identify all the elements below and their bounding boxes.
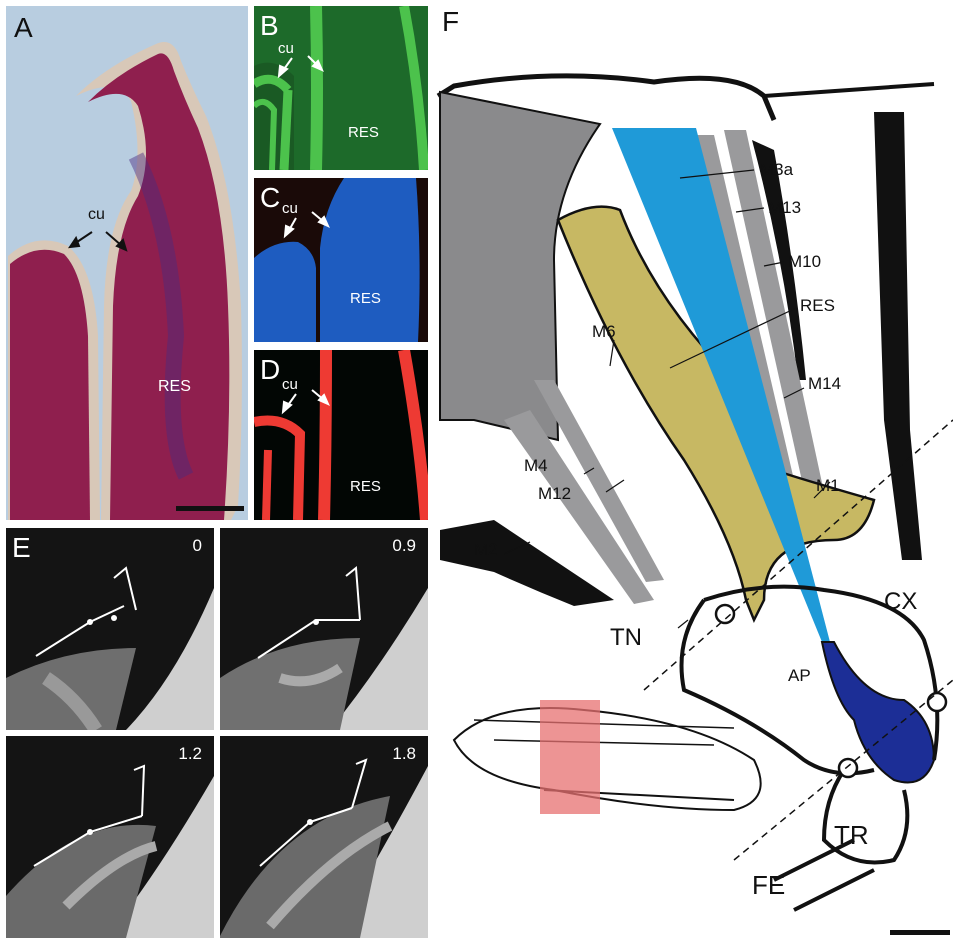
label-m14: M14: [808, 374, 841, 394]
joint-tn: [716, 605, 734, 623]
label-tn: TN: [610, 624, 642, 652]
panel-e-frame-3: 1.2: [6, 736, 214, 938]
panel-b-fluorescence: [254, 6, 428, 170]
label-m2: M2: [474, 540, 498, 560]
left-resilin-pad: [10, 250, 90, 520]
panel-label-a: A: [14, 12, 33, 44]
label-m13: M13: [768, 198, 801, 218]
panel-e-frame-2: 0.9: [220, 528, 428, 730]
label-cx: CX: [884, 588, 917, 616]
label-m6: M6: [592, 322, 616, 342]
panel-label-e: E: [12, 532, 31, 564]
panel-f: F M3a M13 M10 RES M14 M6 M1 M4 M12 M2 TN…: [434, 0, 953, 943]
panel-label-c: C: [260, 182, 280, 214]
cu-label-c: cu: [282, 200, 298, 217]
label-tr: TR: [834, 820, 869, 851]
panel-d: D cu RES: [254, 350, 428, 520]
panel-f-schematic: [434, 0, 953, 943]
ap-region: [822, 642, 934, 783]
label-m10: M10: [788, 252, 821, 272]
joint-tr: [839, 759, 857, 777]
frame-3-image: [6, 736, 214, 938]
frame-time-3: 1.2: [178, 744, 202, 764]
label-ap: AP: [788, 666, 811, 686]
label-m1: M1: [816, 476, 840, 496]
cu-label-a: cu: [88, 206, 105, 224]
highlight-region: [540, 700, 600, 814]
panel-label-b: B: [260, 10, 279, 42]
frame-2-image: [220, 528, 428, 730]
label-m4: M4: [524, 456, 548, 476]
res-label-d: RES: [350, 478, 381, 495]
frame-time-2: 0.9: [392, 536, 416, 556]
panel-label-f: F: [442, 6, 459, 38]
frame-time-4: 1.8: [392, 744, 416, 764]
label-m12: M12: [538, 484, 571, 504]
label-fe: FE: [752, 870, 785, 901]
panel-c: C cu RES: [254, 178, 428, 342]
frame-time-1: 0: [193, 536, 202, 556]
panel-a-micrograph: [6, 6, 248, 520]
res-label-a: RES: [158, 378, 191, 396]
panel-label-d: D: [260, 354, 280, 386]
scale-bar-a: [176, 506, 244, 511]
scale-bar-f: [890, 930, 950, 935]
res-label-b: RES: [348, 124, 379, 141]
panel-e-frame-4: 1.8: [220, 736, 428, 938]
cu-label-d: cu: [282, 376, 298, 393]
label-m3a: M3a: [760, 160, 793, 180]
panel-e-frame-1: 0 E: [6, 528, 214, 730]
frame-1-image: [6, 528, 214, 730]
panel-a: A cu RES: [6, 6, 248, 520]
label-res: RES: [800, 296, 835, 316]
panel-b: B cu RES: [254, 6, 428, 170]
frame-4-image: [220, 736, 428, 938]
res-label-c: RES: [350, 290, 381, 307]
fly-inset: [454, 700, 761, 814]
joint-cx: [928, 693, 946, 711]
cu-label-b: cu: [278, 40, 294, 57]
right-body-wall: [874, 112, 922, 560]
